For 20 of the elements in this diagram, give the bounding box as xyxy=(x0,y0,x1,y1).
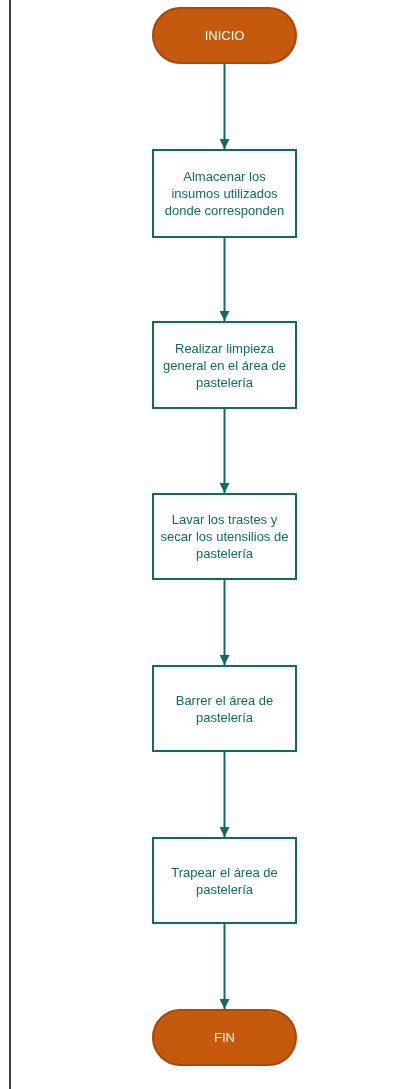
node-label: FIN xyxy=(214,1030,235,1045)
process-box xyxy=(152,149,297,238)
terminator-shape xyxy=(152,1009,297,1066)
arrow xyxy=(219,63,230,150)
node-label: Almacenar los insumos utilizados donde corresponden xyxy=(163,168,286,219)
arrow xyxy=(219,751,230,838)
arrow xyxy=(219,923,230,1010)
arrow xyxy=(219,408,230,494)
arrow xyxy=(219,579,230,666)
process-box xyxy=(152,321,297,409)
process-box xyxy=(152,493,297,580)
arrow xyxy=(219,237,230,322)
process-box xyxy=(152,665,297,752)
process-box xyxy=(152,837,297,924)
node-label: Lavar los trastes y secar los utensilios de pastelería xyxy=(159,511,290,562)
node-label: Realizar limpieza general en el área de pastelería xyxy=(162,339,287,391)
node-label: Barrer el área de pastelería xyxy=(174,691,275,726)
node-label: INICIO xyxy=(204,28,245,43)
node-label: Trapear el área de pastelería xyxy=(170,863,279,898)
terminator-shape xyxy=(152,7,297,64)
